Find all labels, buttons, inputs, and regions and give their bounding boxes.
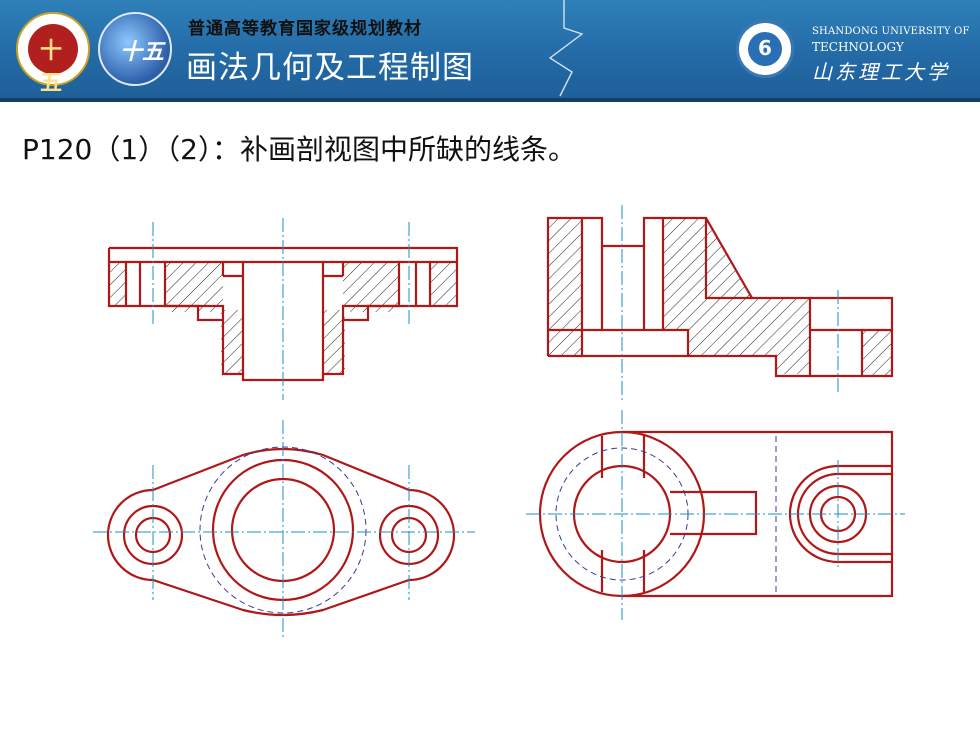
exercise-2-center-lines [621, 205, 839, 400]
plan-logo-text: 十五 [120, 40, 165, 65]
exercise-1-top-view [93, 420, 475, 640]
exercise-2-top-center-lines [526, 410, 905, 620]
university-name-en-line1: SHANDONG UNIVERSITY OF [812, 26, 970, 37]
slide-title: P120（1）（2）：补画剖视图中所缺的线条。 [22, 133, 576, 166]
university-name-cn: 山东理工大学 [812, 60, 950, 84]
exercise-2-section-view [546, 205, 894, 400]
banner-lightning-decoration-icon [548, 0, 584, 97]
exercise-1-section-view [107, 218, 459, 400]
book-title: 画法几何及工程制图 [186, 50, 474, 86]
series-subtitle: 普通高等教育国家级规划教材 [188, 19, 422, 39]
banner-divider [0, 98, 980, 102]
tenth-five-year-plan-icon: 十五 [98, 12, 172, 86]
exercise-2-outline [546, 216, 894, 378]
exercise-1-top-center-lines [93, 420, 475, 640]
university-name-en-line2: TECHNOLOGY [812, 40, 904, 54]
header-banner: 十五 十五 普通高等教育国家级规划教材 画法几何及工程制图 6 SHANDONG… [0, 0, 980, 102]
exercise-1-center-lines [152, 218, 410, 400]
exercise-2-top-view [526, 410, 905, 620]
exercise-1-hatch-areas [110, 262, 457, 374]
sdut-emblem-icon: 6 [736, 20, 794, 78]
university-emblem-icon: 十五 [16, 12, 90, 96]
exercise-2-hatch-areas [548, 218, 892, 376]
